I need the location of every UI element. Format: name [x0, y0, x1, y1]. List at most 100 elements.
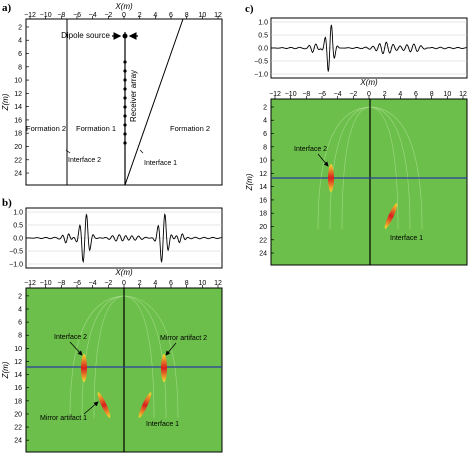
- z-tick-label: 4: [18, 38, 22, 45]
- x-tick-label: 12: [214, 280, 222, 287]
- image-c-interface-1-label: Interface 1: [390, 235, 423, 242]
- wave-tick-label: 1.0: [258, 20, 268, 27]
- z-tick-label: 2: [263, 104, 267, 111]
- z-tick-label: 10: [14, 78, 22, 85]
- model-frame: [25, 18, 223, 186]
- x-tick-label: 6: [169, 12, 173, 19]
- wave-tick-label: 0.0: [13, 236, 23, 243]
- waveform-b-ticks: 1.00.50.0−0.5−1.0: [9, 210, 23, 269]
- receiver-dot: [123, 78, 127, 82]
- image-b-interface-1-event: [138, 392, 152, 418]
- z-tick-label: 6: [18, 320, 22, 327]
- z-tick-label: 10: [259, 158, 267, 165]
- x-tick-label: 0: [122, 12, 126, 19]
- interface-1-pointer: [139, 149, 144, 154]
- image-b-z-label: Z(m): [1, 361, 10, 379]
- waveform-c-ticks: 1.00.50.0−0.5−1.0: [254, 20, 268, 79]
- x-tick-label: 4: [398, 91, 402, 98]
- x-tick-label: 4: [153, 12, 157, 19]
- z-tick-label: 2: [18, 24, 22, 31]
- wave-tick-label: 0.0: [258, 46, 268, 53]
- image-c-interface-2-arrow: [317, 153, 329, 167]
- x-tick-label: −8: [302, 91, 310, 98]
- z-tick-label: 8: [263, 144, 267, 151]
- z-tick-label: 6: [18, 51, 22, 58]
- z-tick-label: 24: [14, 438, 22, 445]
- receiver-dot: [123, 105, 127, 109]
- panel-c-waveform: 1.00.50.0−0.5−1.0: [254, 17, 468, 79]
- interface-2-label: Interface 2: [68, 157, 101, 164]
- z-tick-label: 6: [263, 131, 267, 138]
- x-tick-label: 2: [383, 91, 387, 98]
- z-tick-label: 16: [259, 197, 267, 204]
- z-tick-label: 12: [259, 171, 267, 178]
- receiver-dot: [123, 69, 127, 73]
- z-tick-label: 18: [14, 398, 22, 405]
- receiver-dot: [123, 123, 127, 127]
- receiver-dot: [123, 114, 127, 118]
- x-tick-label: −4: [89, 280, 97, 287]
- z-tick-label: 8: [18, 64, 22, 71]
- image-c-interface-2-label: Interface 2: [294, 146, 327, 153]
- receiver-array-label: Receiver array: [129, 70, 138, 122]
- image-b-x-label: X(m): [114, 268, 133, 277]
- image-b-mirror-2-arrow: [165, 342, 177, 356]
- z-tick-label: 12: [14, 91, 22, 98]
- x-tick-label: −2: [349, 91, 357, 98]
- image-b-mirror-1-event: [97, 392, 111, 418]
- image-b-interface-1-label: Interface 1: [146, 421, 179, 428]
- interface-2-pointer: [65, 149, 71, 154]
- x-tick-label: 12: [214, 12, 222, 19]
- x-tick-label: −4: [334, 91, 342, 98]
- x-tick-label: 8: [430, 91, 434, 98]
- receiver-dot: [123, 132, 127, 136]
- x-tick-label: 6: [169, 280, 173, 287]
- formation-middle-label: Formation 1: [76, 124, 116, 133]
- panel-b-waveform: 1.00.50.0−0.5−1.0: [9, 207, 223, 269]
- image-b-mirror-2-event: [161, 354, 167, 382]
- z-tick-label: 18: [14, 131, 22, 138]
- x-tick-label: 0: [122, 280, 126, 287]
- image-b-interface-2-label: Interface 2: [54, 334, 87, 341]
- interface-1-label: Interface 1: [144, 160, 177, 167]
- x-tick-label: −12: [24, 12, 36, 19]
- image-c-interface-2-event: [328, 164, 334, 192]
- x-tick-label: −12: [269, 91, 281, 98]
- x-tick-label: 0: [367, 91, 371, 98]
- x-tick-label: 2: [138, 12, 142, 19]
- image-b-interface-2-arrow: [69, 341, 83, 356]
- wave-tick-label: 1.0: [13, 210, 23, 217]
- x-tick-label: −6: [73, 280, 81, 287]
- formation-right-label: Formation 2: [170, 124, 210, 133]
- z-tick-label: 20: [14, 411, 22, 418]
- x-tick-label: 12: [459, 91, 467, 98]
- dipole-source-marker: [122, 33, 128, 39]
- image-c-field: [270, 98, 468, 266]
- receiver-dot: [123, 60, 127, 64]
- image-b-mirror-1-arrow: [83, 401, 99, 415]
- image-c-x-label: X(m): [359, 78, 378, 87]
- x-tick-label: 2: [138, 280, 142, 287]
- waveform-c-trace: [271, 24, 467, 72]
- z-tick-label: 22: [14, 425, 22, 432]
- x-tick-label: −10: [40, 12, 52, 19]
- z-tick-label: 20: [14, 144, 22, 151]
- wave-tick-label: −1.0: [254, 72, 268, 79]
- receiver-dot: [123, 96, 127, 100]
- receiver-dot: [123, 87, 127, 91]
- z-tick-label: 8: [18, 333, 22, 340]
- image-b-interface-2-event: [81, 354, 87, 382]
- x-tick-label: −10: [40, 280, 52, 287]
- z-tick-label: 22: [259, 237, 267, 244]
- panel-c-letter: c): [245, 3, 254, 15]
- z-tick-label: 24: [259, 251, 267, 258]
- z-tick-label: 4: [18, 306, 22, 313]
